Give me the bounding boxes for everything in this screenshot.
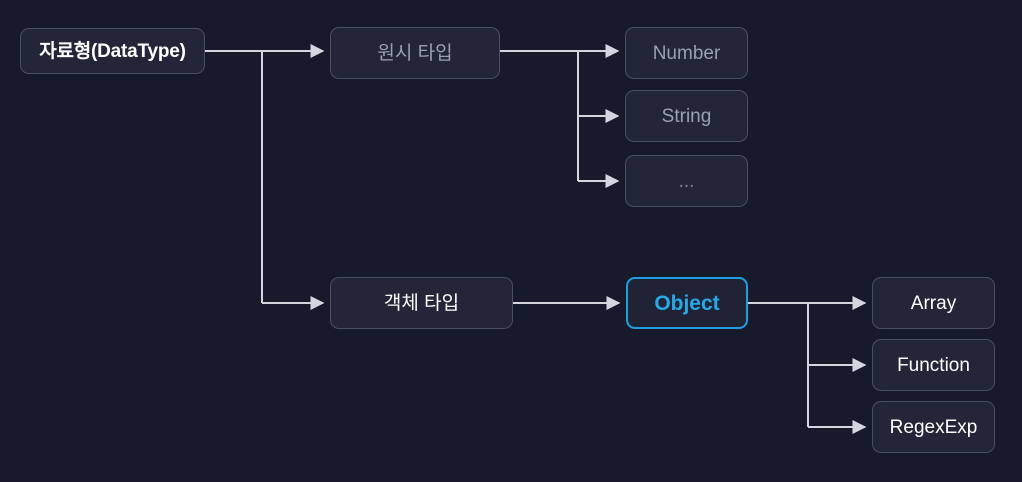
node-object-type[interactable]: 객체 타입	[330, 277, 513, 329]
node-function[interactable]: Function	[872, 339, 995, 391]
node-object-highlighted[interactable]: Object	[626, 277, 748, 329]
node-label: Object	[654, 291, 720, 315]
node-string[interactable]: String	[625, 90, 748, 142]
node-label: 객체 타입	[383, 292, 460, 314]
node-primitive-type[interactable]: 원시 타입	[330, 27, 500, 79]
node-label: String	[661, 105, 712, 127]
node-label: ...	[678, 170, 695, 192]
node-array[interactable]: Array	[872, 277, 995, 329]
node-label: Number	[652, 42, 721, 64]
node-ellipsis[interactable]: ...	[625, 155, 748, 207]
node-number[interactable]: Number	[625, 27, 748, 79]
node-label: 원시 타입	[377, 42, 453, 64]
node-label: RegexExp	[889, 416, 978, 438]
node-label: 자료형(DataType)	[39, 40, 186, 62]
node-regexexp[interactable]: RegexExp	[872, 401, 995, 453]
node-datatype-root[interactable]: 자료형(DataType)	[20, 28, 205, 74]
node-label: Function	[897, 354, 970, 376]
node-label: Array	[910, 292, 957, 314]
